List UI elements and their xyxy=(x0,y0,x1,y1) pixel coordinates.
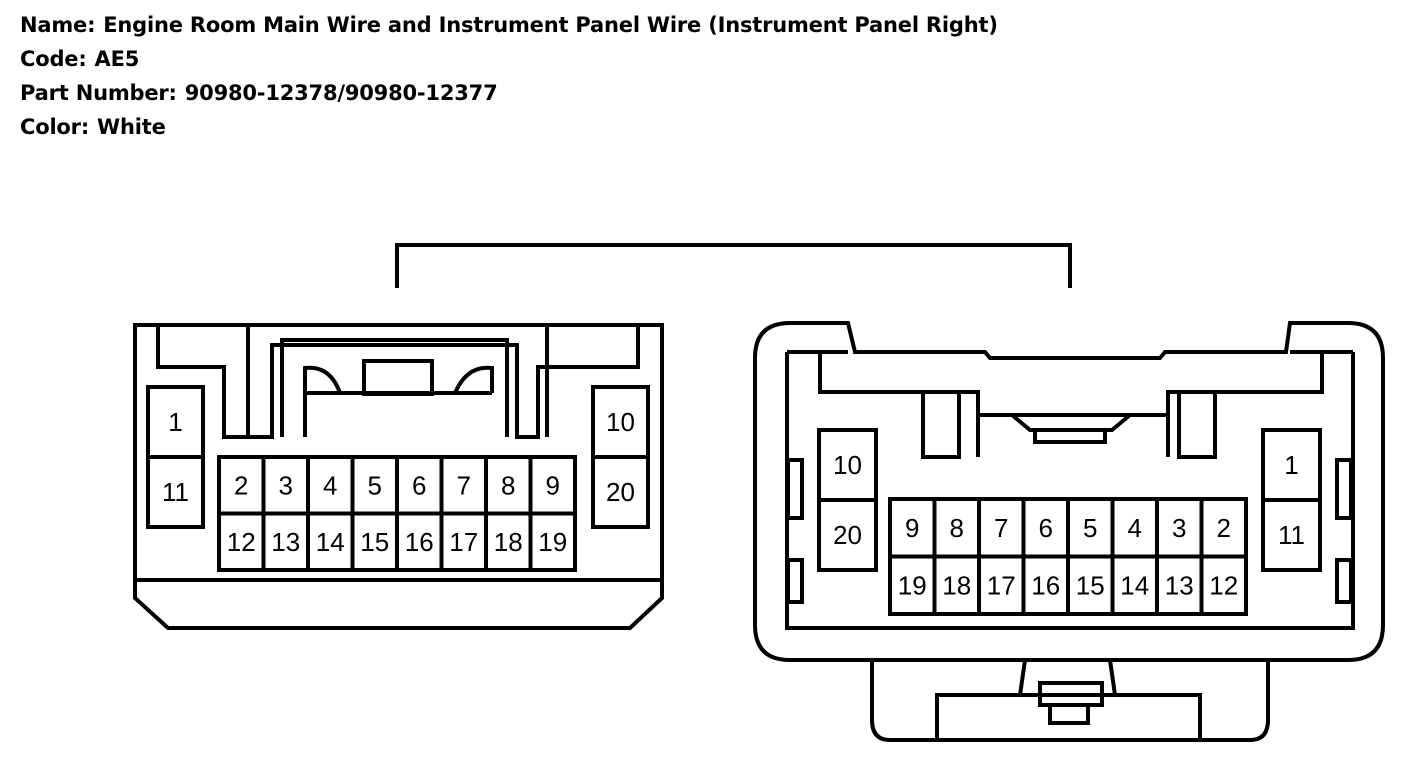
left-pin-11-label: 11 xyxy=(162,477,189,507)
left-pin-19-label: 19 xyxy=(538,527,567,557)
color-line: Color: White xyxy=(20,110,998,144)
left-pin-19-cavity xyxy=(528,511,577,572)
left-connector-body xyxy=(133,323,664,630)
right-pin-10-label: 10 xyxy=(833,450,862,480)
right-pin-12-cavity xyxy=(1199,554,1248,616)
mating-bracket xyxy=(395,243,1072,288)
connector-info: Name: Engine Room Main Wire and Instrumen… xyxy=(20,8,998,144)
right-pin-20-cavity xyxy=(817,498,878,572)
part-number-line: Part Number: 90980-12378/90980-12377 xyxy=(20,76,998,110)
left-pin-5-label: 5 xyxy=(368,470,382,500)
left-pin-9-label: 9 xyxy=(546,470,560,500)
right-pin-20-label: 20 xyxy=(833,520,862,550)
right-pin-2-label: 2 xyxy=(1217,513,1231,543)
left-pin-18-label: 18 xyxy=(494,527,523,557)
right-pin-11-cavity xyxy=(1261,498,1322,572)
right-pin-18-label: 18 xyxy=(942,570,971,600)
left-pin-8-label: 8 xyxy=(501,470,515,500)
color-value: White xyxy=(97,115,166,139)
right-pin-9-label: 9 xyxy=(905,513,919,543)
left-pin-13-label: 13 xyxy=(271,527,300,557)
right-pin-12-label: 12 xyxy=(1209,570,1238,600)
left-connector-inner-profile xyxy=(156,325,640,439)
left-pin-10-label: 10 xyxy=(606,407,635,437)
name-line: Name: Engine Room Main Wire and Instrumen… xyxy=(20,8,998,42)
right-bottom-lock xyxy=(870,660,1270,742)
right-pin-8-label: 8 xyxy=(950,513,964,543)
left-latch xyxy=(362,359,434,396)
right-pin-11-label: 11 xyxy=(1278,520,1305,550)
left-pin-11-cavity xyxy=(146,455,205,529)
right-pin-7-label: 7 xyxy=(994,513,1008,543)
code-value: AE5 xyxy=(94,47,140,71)
left-pin-4-label: 4 xyxy=(323,470,337,500)
left-pin-14-label: 14 xyxy=(316,527,345,557)
name-label: Name: xyxy=(20,13,96,37)
color-label: Color: xyxy=(20,115,90,139)
left-pin-15-label: 15 xyxy=(360,527,389,557)
code-label: Code: xyxy=(20,47,87,71)
right-connector xyxy=(753,321,1385,742)
left-pin-1-label: 1 xyxy=(168,407,182,437)
code-line: Code: AE5 xyxy=(20,42,998,76)
right-pin-3-label: 3 xyxy=(1172,513,1186,543)
left-pin-20-label: 20 xyxy=(606,477,635,507)
right-pin-5-label: 5 xyxy=(1083,513,1097,543)
left-pin-12-label: 12 xyxy=(227,527,256,557)
right-pin-6-label: 6 xyxy=(1039,513,1053,543)
right-pin-15-label: 15 xyxy=(1076,570,1105,600)
left-pin-7-label: 7 xyxy=(457,470,471,500)
right-pin-17-label: 17 xyxy=(987,570,1016,600)
left-pin-16-label: 16 xyxy=(405,527,434,557)
right-pin-16-label: 16 xyxy=(1031,570,1060,600)
left-pin-3-label: 3 xyxy=(279,470,293,500)
right-connector-body xyxy=(753,321,1385,662)
left-pin-20-cavity xyxy=(591,455,650,529)
right-pin-1-label: 1 xyxy=(1284,450,1298,480)
part-number-label: Part Number: xyxy=(20,81,177,105)
right-pin-19-label: 19 xyxy=(898,570,927,600)
right-pin-13-label: 13 xyxy=(1165,570,1194,600)
left-connector xyxy=(133,323,664,630)
right-pin-14-label: 14 xyxy=(1120,570,1149,600)
left-pin-6-label: 6 xyxy=(412,470,426,500)
name-value: Engine Room Main Wire and Instrument Pan… xyxy=(103,13,998,37)
left-pin-2-label: 2 xyxy=(234,470,248,500)
part-number-value: 90980-12378/90980-12377 xyxy=(184,81,498,105)
left-pin-17-label: 17 xyxy=(449,527,478,557)
right-pin-4-label: 4 xyxy=(1128,513,1142,543)
